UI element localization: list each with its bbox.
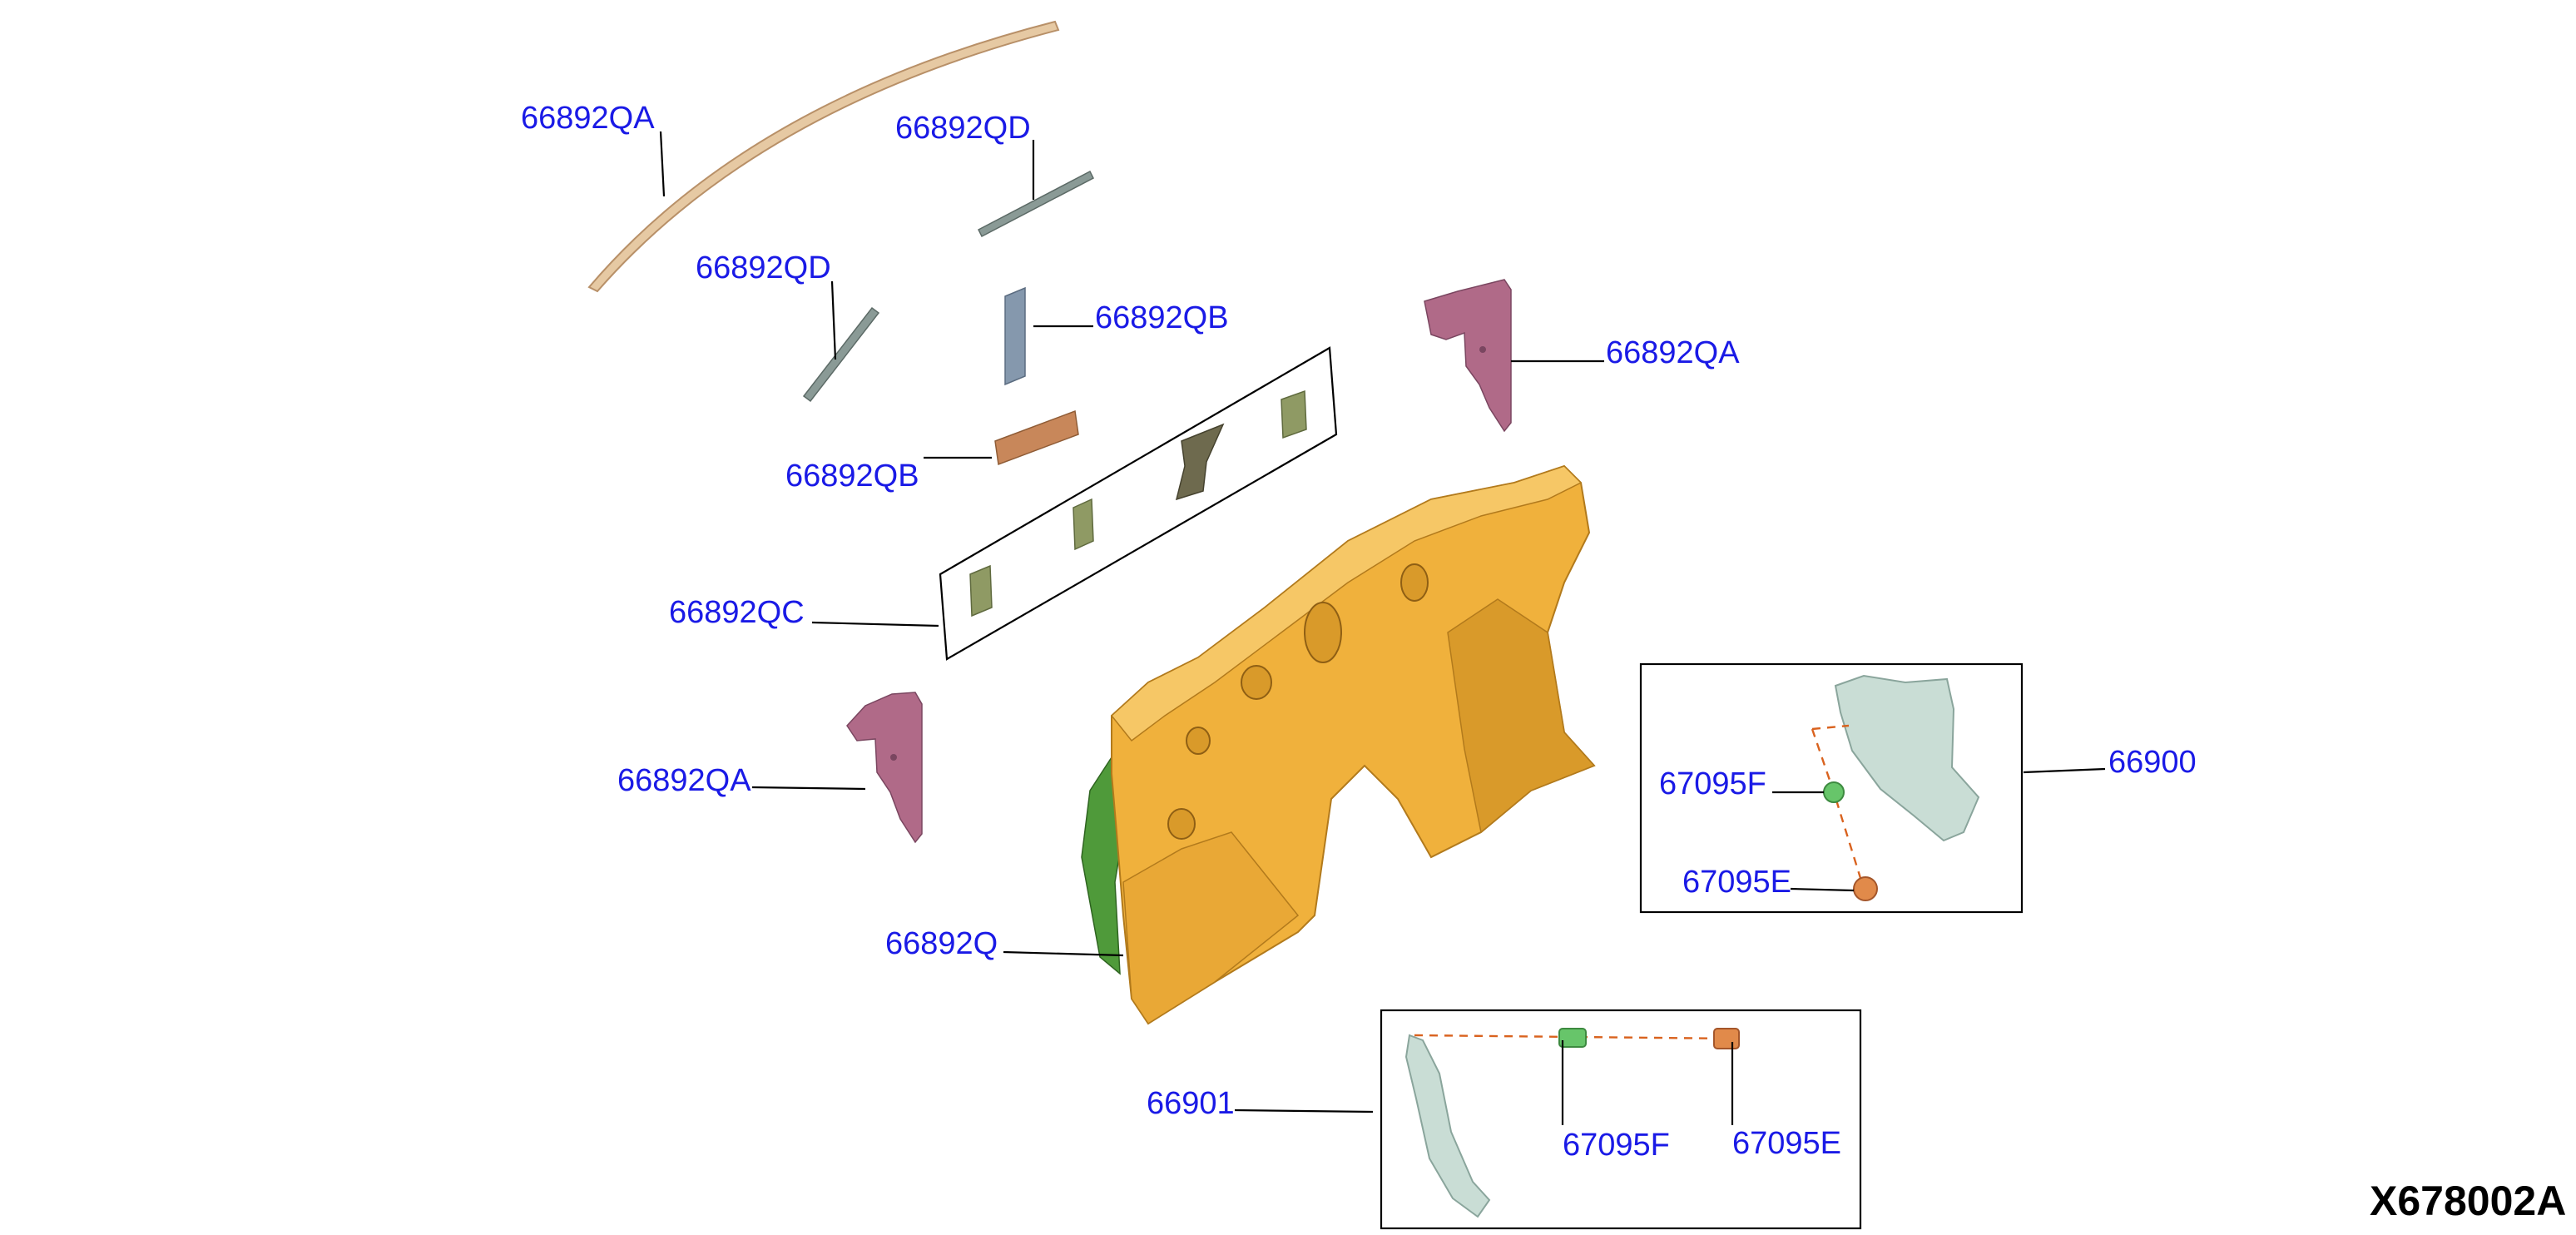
thin-strip-lower bbox=[802, 306, 880, 403]
clip-green-66901 bbox=[1558, 1028, 1587, 1048]
clip-orange-66900 bbox=[1853, 876, 1878, 901]
callout-67095f-66900: 67095F bbox=[1659, 766, 1766, 801]
clip-orange-66901 bbox=[1713, 1028, 1740, 1049]
thin-strip-upper bbox=[977, 170, 1095, 238]
callout-66892qc: 66892QC bbox=[669, 595, 805, 630]
callout-67095e-66900: 67095E bbox=[1682, 865, 1791, 900]
grey-pad bbox=[1004, 286, 1026, 386]
leader-lines bbox=[659, 131, 2106, 1125]
callout-66892qd-upper: 66892QD bbox=[895, 111, 1031, 146]
pink-pad-lower bbox=[846, 692, 923, 844]
callout-66892qb-grey: 66892QB bbox=[1095, 300, 1229, 335]
group-66900 bbox=[1639, 662, 2024, 914]
callout-67095e-66901: 67095E bbox=[1732, 1126, 1841, 1161]
group-66901 bbox=[1380, 1009, 1862, 1230]
callout-66900: 66900 bbox=[2108, 745, 2197, 780]
pink-pad-upper bbox=[1424, 279, 1512, 433]
callout-66892qd-lower: 66892QD bbox=[696, 250, 831, 285]
callout-66892qa-top-arch: 66892QA bbox=[521, 101, 655, 136]
dash-insulator bbox=[1081, 464, 1596, 1025]
top-arch-strip bbox=[587, 20, 1060, 293]
callout-66892qa-pink-upper: 66892QA bbox=[1606, 335, 1740, 370]
callout-66892qb-tan: 66892QB bbox=[785, 459, 919, 494]
callout-66892q: 66892Q bbox=[885, 926, 998, 961]
callout-66901: 66901 bbox=[1147, 1086, 1235, 1121]
callout-67095f-66901: 67095F bbox=[1563, 1128, 1670, 1163]
tan-pad bbox=[994, 409, 1079, 466]
pad-set-frame bbox=[939, 346, 1338, 661]
diagram-id: X678002A bbox=[2370, 1178, 2566, 1224]
callout-66892qa-pink-lower: 66892QA bbox=[617, 763, 751, 798]
clip-green-66900 bbox=[1823, 781, 1845, 803]
